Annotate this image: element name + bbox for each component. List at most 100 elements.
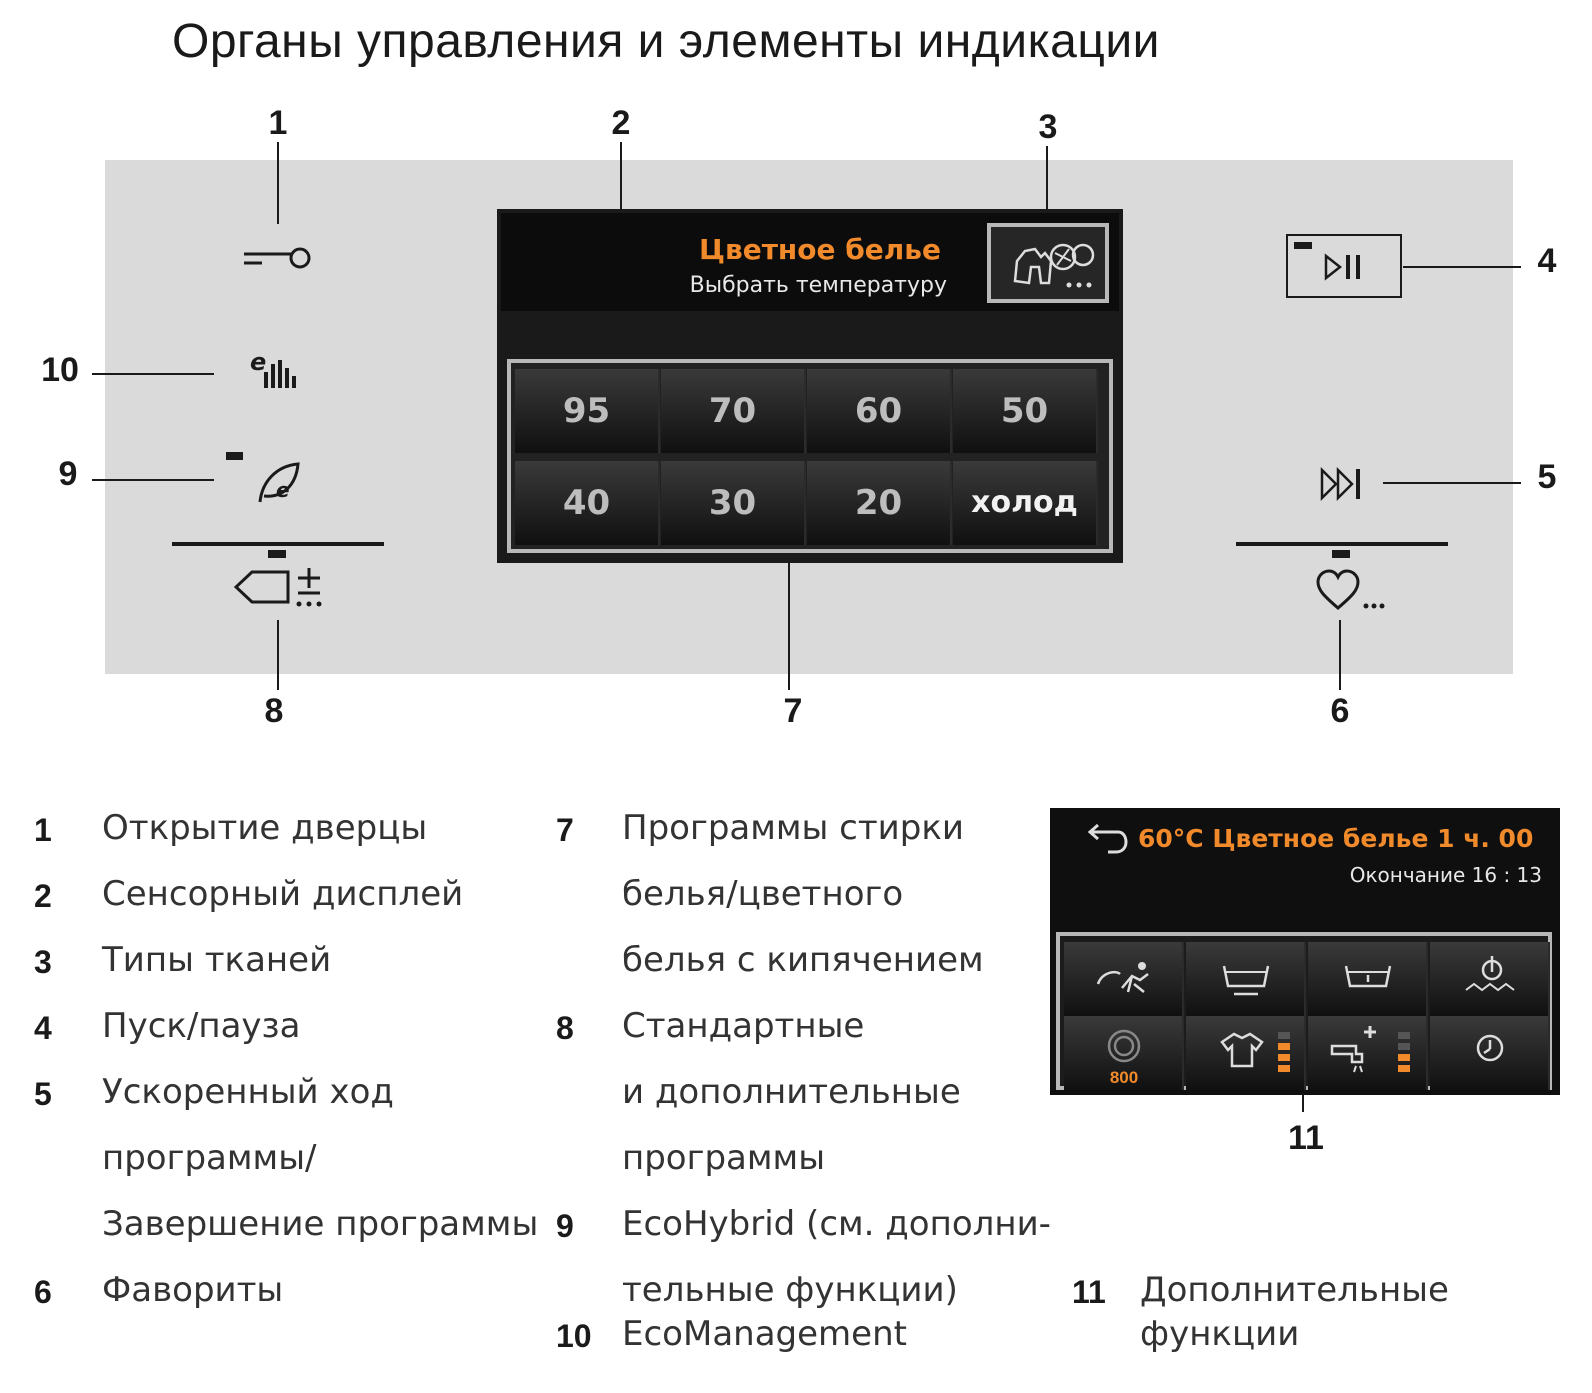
temp-button-70[interactable]: 70 (661, 369, 806, 453)
favorite-indicator (1332, 550, 1350, 558)
legend-num-8: 8 (556, 1010, 574, 1046)
callout-11: 11 (1288, 1119, 1324, 1157)
legend-num-1: 1 (34, 812, 52, 848)
svg-text:e: e (250, 348, 266, 376)
display-header: Цветное белье Выбрать температуру (501, 213, 1119, 311)
temperature-grid: 95 70 60 50 40 30 20 холод (507, 359, 1113, 553)
callout-7: 7 (783, 692, 803, 730)
fast-forward-icon[interactable] (1318, 466, 1366, 502)
touch-display: Цветное белье Выбрать температуру 95 70 … (497, 209, 1123, 563)
water-plus-button[interactable] (1308, 1016, 1428, 1090)
eco-management-icon[interactable]: e (250, 348, 306, 390)
legend-text-11a: Дополнительные (1140, 1270, 1449, 1310)
callout-4: 4 (1537, 242, 1557, 280)
temp-button-cold[interactable]: холод (953, 461, 1098, 545)
spin-button[interactable]: 800 (1064, 1016, 1184, 1090)
legend-text-2: Сенсорный дисплей (102, 874, 464, 914)
prewash-button[interactable] (1186, 942, 1306, 1016)
program-subtitle: Выбрать температуру (689, 273, 947, 298)
legend-text-7c: белья с кипячением (622, 940, 984, 980)
temp-button-50[interactable]: 50 (953, 369, 1098, 453)
rinse-hold-button[interactable] (1430, 942, 1550, 1016)
legend-num-7: 7 (556, 812, 574, 848)
legend-text-3: Типы тканей (102, 940, 332, 980)
water-plus-icon (1330, 1026, 1410, 1073)
callout-3: 3 (1038, 108, 1058, 146)
spin-icon (1107, 1029, 1141, 1063)
callout-8: 8 (264, 692, 284, 730)
legend-text-5a: Ускоренный ход (102, 1072, 394, 1112)
speed-button[interactable] (1064, 942, 1184, 1016)
callout-9: 9 (58, 455, 78, 493)
callout-10: 10 (41, 351, 79, 389)
spin-speed-value: 800 (1109, 1068, 1139, 1087)
legend-text-5c: Завершение программы (102, 1204, 539, 1244)
legend-text-9a: EcoHybrid (см. дополни- (622, 1204, 1051, 1244)
favorite-heart-icon[interactable] (1316, 568, 1388, 614)
legend-num-5: 5 (34, 1076, 52, 1112)
door-key-icon[interactable] (242, 244, 312, 274)
screen2-end-time: Окончание 16 : 13 (1349, 863, 1542, 887)
callout-2: 2 (611, 104, 631, 142)
legend-num-9: 9 (556, 1208, 574, 1244)
screen2-title: 60°C Цветное белье 1 ч. 00 (1138, 824, 1534, 853)
callout-5: 5 (1537, 458, 1557, 496)
eco-hybrid-indicator (226, 452, 243, 460)
svg-text:e: e (276, 478, 290, 502)
fabric-types-icon (1013, 243, 1095, 288)
leader-line-3 (1046, 146, 1048, 214)
eco-hybrid-icon[interactable]: e (256, 460, 302, 506)
legend-text-10: EcoManagement (622, 1314, 907, 1354)
leader-line-8 (277, 620, 279, 690)
legend-num-2: 2 (34, 878, 52, 914)
start-pause-button[interactable] (1286, 234, 1402, 298)
legend-text-1: Открытие дверцы (102, 808, 428, 848)
legend-text-8c: программы (622, 1138, 826, 1178)
soak-button[interactable] (1308, 942, 1428, 1016)
temp-button-30[interactable]: 30 (661, 461, 806, 545)
temp-button-20[interactable]: 20 (807, 461, 952, 545)
legend-text-9b: тельные функции) (622, 1270, 958, 1310)
legend-text-5b: программы/ (102, 1138, 317, 1178)
legend-text-4: Пуск/пауза (102, 1006, 301, 1046)
temp-button-60[interactable]: 60 (807, 369, 952, 453)
legend-text-7b: белья/цветного (622, 874, 904, 914)
legend-num-3: 3 (34, 944, 52, 980)
temp-button-40[interactable]: 40 (515, 461, 660, 545)
leader-line-5 (1383, 482, 1521, 484)
fabric-types-button[interactable] (987, 223, 1109, 303)
legend-text-11b: функции (1140, 1314, 1300, 1354)
program-tag-icon[interactable] (234, 566, 330, 612)
left-divider (172, 542, 384, 546)
stain-button[interactable] (1186, 1016, 1306, 1090)
leader-line-11 (1302, 1090, 1304, 1112)
leader-line-4 (1403, 266, 1521, 268)
legend-num-6: 6 (34, 1274, 52, 1310)
back-arrow-icon[interactable] (1084, 822, 1128, 858)
program-indicator (268, 550, 286, 558)
rinse-hold-icon (1465, 956, 1515, 992)
leader-line-7 (788, 548, 790, 690)
timer-button[interactable] (1430, 1016, 1550, 1090)
legend-text-6: Фавориты (102, 1270, 284, 1310)
screen2-header: 60°C Цветное белье 1 ч. 00 Окончание 16 … (1060, 808, 1550, 918)
leader-line-1 (277, 142, 279, 224)
right-divider (1236, 542, 1448, 546)
legend-text-8b: и дополнительные (622, 1072, 961, 1112)
leader-line-10 (92, 373, 214, 375)
soak-icon (1344, 965, 1392, 988)
prewash-icon (1222, 965, 1270, 996)
legend-text-8a: Стандартные (622, 1006, 865, 1046)
page-title: Органы управления и элементы индикации (172, 15, 1160, 68)
legend-num-10: 10 (556, 1318, 592, 1354)
legend-num-4: 4 (34, 1010, 52, 1046)
temp-button-95[interactable]: 95 (515, 369, 660, 453)
callout-6: 6 (1330, 692, 1350, 730)
functions-grid: 800 (1056, 932, 1552, 1090)
start-pause-indicator (1294, 242, 1312, 249)
legend-text-7a: Программы стирки (622, 808, 964, 848)
additional-functions-screen: 60°C Цветное белье 1 ч. 00 Окончание 16 … (1050, 808, 1560, 1095)
timer-icon (1476, 1034, 1504, 1062)
leader-line-6 (1339, 620, 1341, 690)
leader-line-9 (92, 479, 214, 481)
